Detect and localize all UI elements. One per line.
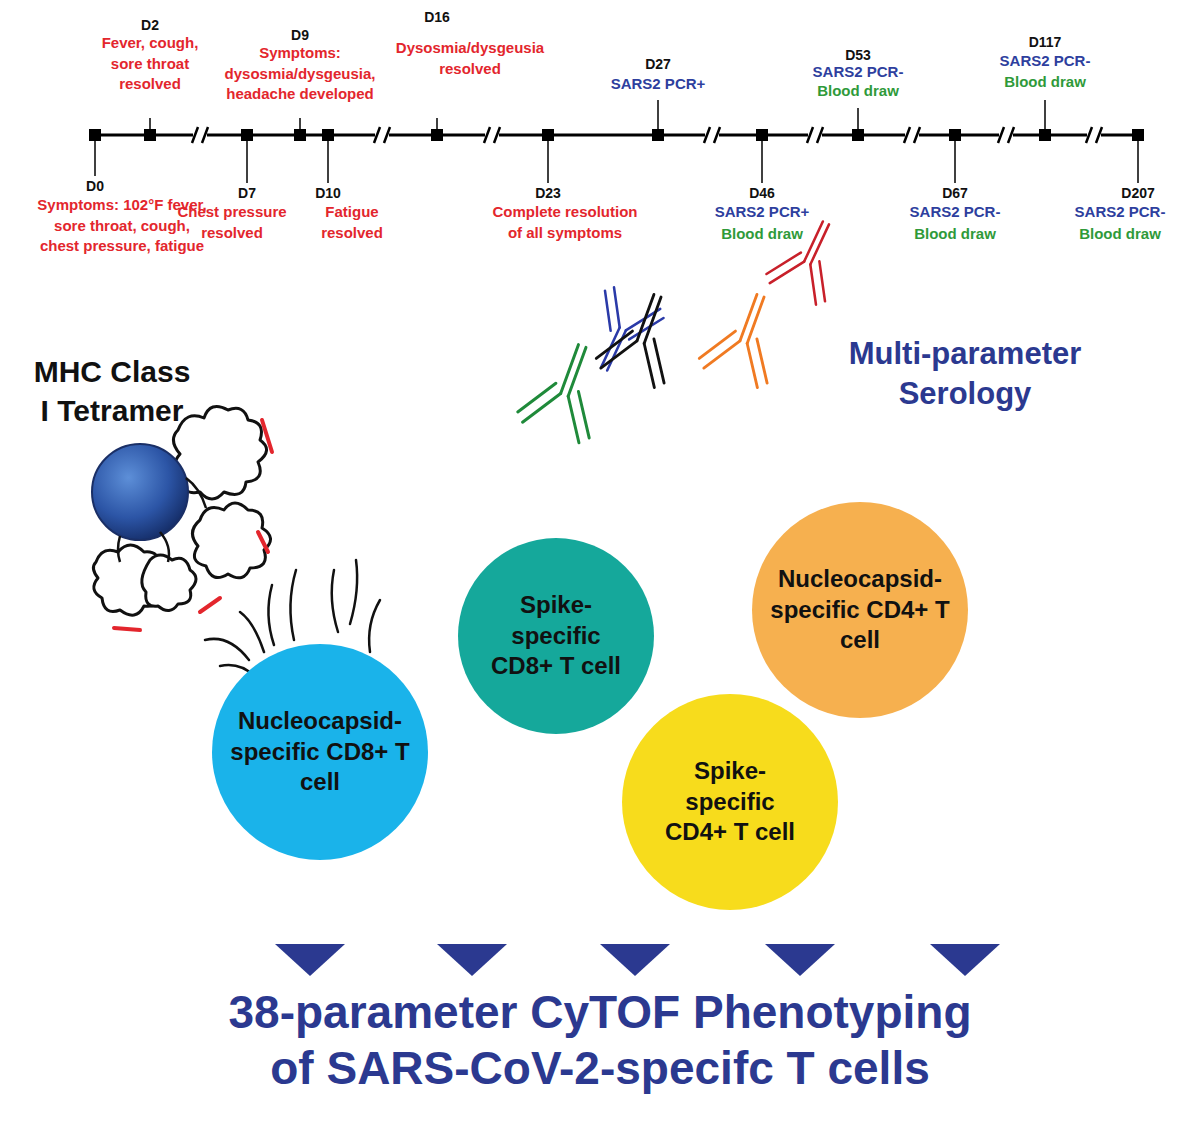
timeline-note: Chest pressure resolved [167, 202, 297, 243]
timeline-note: Complete resolution of all symptoms [493, 202, 638, 243]
day-label: D207 [1108, 184, 1168, 203]
timeline-note: SARS2 PCR- [1050, 202, 1190, 223]
streptavidin-sphere [92, 444, 188, 540]
timeline-note: SARS2 PCR+ [692, 202, 832, 223]
peptide-marks [114, 420, 272, 630]
day-label: D7 [217, 184, 277, 203]
figure-label: MHC Class I Tetramer [2, 352, 222, 430]
day-label: D10 [298, 184, 358, 203]
day-label: D117 [1015, 33, 1075, 52]
antibody-symbol [764, 209, 856, 307]
antibody-group [515, 209, 855, 445]
day-label: D27 [628, 55, 688, 74]
down-triangles [275, 944, 1000, 976]
cell-label: Nucleocapsid-specific CD4+ T cell [765, 564, 955, 656]
timeline-note: SARS2 PCR+ [588, 74, 728, 95]
antibody-symbol [594, 283, 692, 390]
timeline-note: Fever, cough, sore throat resolved [85, 33, 215, 95]
cell-label: Nucleocapsid-specific CD8+ T cell [225, 706, 415, 798]
timeline-ticks [95, 100, 1138, 183]
cell-label: Spike-specific CD4+ T cell [655, 756, 805, 848]
timeline-note: SARS2 PCR- [885, 202, 1025, 223]
figure-label: Multi-parameter Serology [825, 334, 1105, 415]
timeline-breaks [192, 127, 1102, 143]
day-label: D0 [65, 177, 125, 196]
cell-circle: Nucleocapsid-specific CD8+ T cell [212, 644, 428, 860]
figure-title: 38-parameter CyTOF Phenotyping of SARS-C… [0, 984, 1200, 1096]
timeline-note: Dysosmia/dysgeusia resolved [378, 38, 563, 79]
timeline-note: Blood draw [885, 224, 1025, 245]
timeline-markers [89, 129, 1144, 141]
cell-circle: Spike-specific CD4+ T cell [622, 694, 838, 910]
cell-label: Spike-specific CD8+ T cell [481, 590, 631, 682]
antibody-symbol [515, 333, 618, 445]
timeline-note: SARS2 PCR- [788, 62, 928, 83]
day-label: D9 [270, 26, 330, 45]
timeline-note: Blood draw [975, 72, 1115, 93]
timeline-note: Fatigue resolved [307, 202, 397, 243]
antibody-symbol [697, 283, 795, 390]
day-label: D67 [925, 184, 985, 203]
timeline-note: SARS2 PCR- [975, 51, 1115, 72]
day-label: D53 [828, 46, 888, 65]
timeline-note: Blood draw [1050, 224, 1190, 245]
day-label: D23 [518, 184, 578, 203]
tetramer-illustration [92, 406, 380, 676]
timeline-note: Symptoms: dysosmia/dysgeusia, headache d… [203, 43, 398, 105]
day-label: D16 [407, 8, 467, 27]
mhc-linkers [118, 478, 206, 562]
day-label: D2 [120, 16, 180, 35]
cell-circle: Spike-specific CD8+ T cell [458, 538, 654, 734]
day-label: D46 [732, 184, 792, 203]
timeline-note: Blood draw [788, 81, 928, 102]
timeline-note: Blood draw [692, 224, 832, 245]
cell-circle: Nucleocapsid-specific CD4+ T cell [752, 502, 968, 718]
